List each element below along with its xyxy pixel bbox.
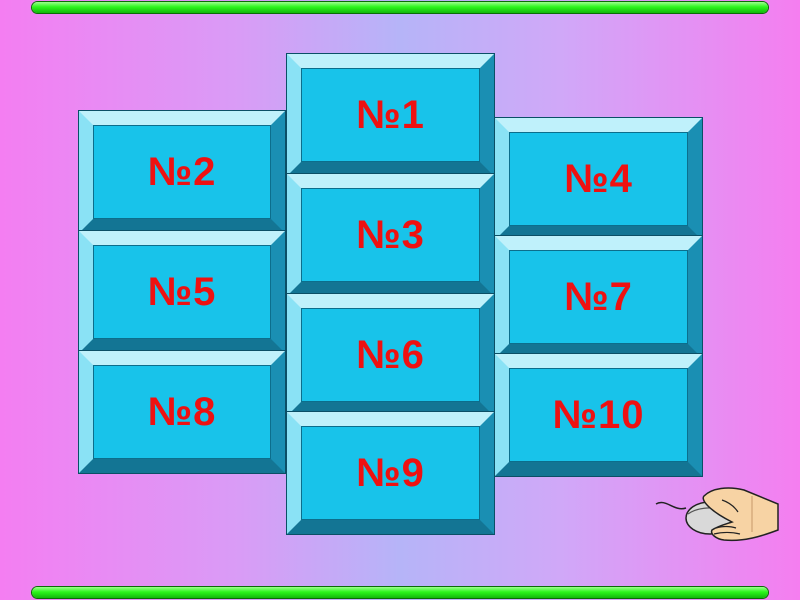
tile-2[interactable]: №2 (78, 110, 286, 234)
tile-9[interactable]: №9 (286, 411, 495, 535)
tile-10[interactable]: №10 (494, 353, 703, 477)
tile-label: №3 (356, 212, 425, 257)
tile-label: №4 (564, 156, 633, 201)
tile-label: №5 (147, 269, 217, 314)
tile-label: №7 (564, 274, 633, 319)
tile-5[interactable]: №5 (78, 230, 286, 354)
tile-7[interactable]: №7 (494, 235, 703, 359)
tile-label: №2 (147, 149, 217, 194)
tile-label: №6 (356, 332, 425, 377)
tile-label: №10 (552, 392, 645, 437)
top-border-bar (32, 2, 768, 13)
tile-label: №1 (356, 92, 425, 137)
tile-1[interactable]: №1 (286, 53, 495, 177)
hand-mouse-icon (655, 487, 779, 542)
tile-4[interactable]: №4 (494, 117, 703, 241)
tile-label: №8 (147, 389, 217, 434)
tile-label: №9 (356, 450, 425, 495)
tile-8[interactable]: №8 (78, 350, 286, 474)
tile-3[interactable]: №3 (286, 173, 495, 297)
bottom-border-bar (32, 587, 768, 598)
tile-6[interactable]: №6 (286, 293, 495, 417)
